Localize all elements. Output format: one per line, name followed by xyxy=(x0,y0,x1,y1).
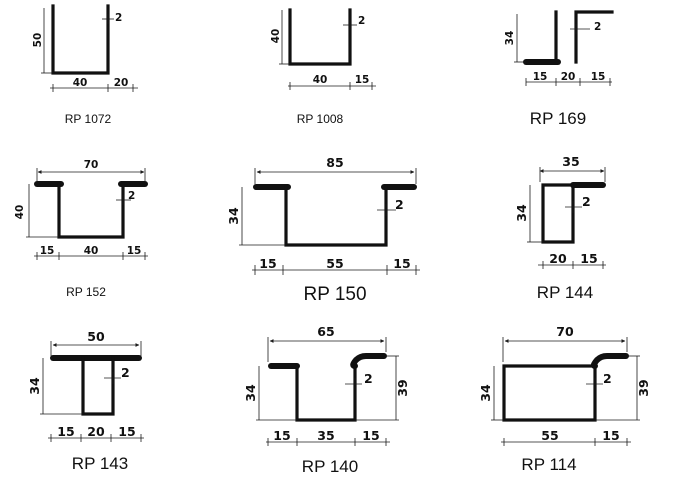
dim-height-label: 34 xyxy=(478,384,493,402)
profile-caption: RP 140 xyxy=(302,457,358,476)
profile-rp-1008: 40 40 15 2 RP 1008 xyxy=(270,8,376,126)
dim-height-label: 34 xyxy=(514,204,529,222)
dim-thickness-label: 2 xyxy=(121,365,130,380)
dim-right-label: 15 xyxy=(362,428,379,443)
dim-height-label: 34 xyxy=(243,384,258,402)
dim-width-label: 55 xyxy=(326,256,343,271)
dim-height2-label: 39 xyxy=(395,379,410,396)
profile-caption: RP 143 xyxy=(72,454,128,473)
dim-right-label: 15 xyxy=(580,251,597,266)
dim-top-label: 70 xyxy=(556,324,574,339)
profile-rp-150: 85 34 15 55 15 2 RP 150 xyxy=(226,155,420,305)
profile-rp-143: 50 34 15 20 15 2 RP 143 xyxy=(27,329,144,473)
profile-caption: RP 1072 xyxy=(65,112,112,126)
profile-caption: RP 150 xyxy=(303,284,366,305)
dim-height-label: 40 xyxy=(14,205,26,220)
dim-top-label: 85 xyxy=(326,155,343,170)
dim-thickness-label: 2 xyxy=(395,197,404,212)
profile-caption: RP 144 xyxy=(537,283,593,302)
dim-left-label: 15 xyxy=(533,71,548,83)
dim-left-label: 15 xyxy=(259,256,276,271)
profile-rp-114: 70 34 39 55 15 2 RP 114 xyxy=(478,324,651,474)
profile-rp-1072: 50 40 20 2 RP 1072 xyxy=(32,4,138,126)
profile-caption: RP 1008 xyxy=(297,112,344,126)
profile-flange xyxy=(590,353,629,369)
dim-thickness-label: 2 xyxy=(358,15,365,27)
dim-height2-label: 39 xyxy=(636,379,651,396)
profile-outline xyxy=(295,364,357,422)
dim-thickness-label: 2 xyxy=(128,190,135,202)
profile-outline xyxy=(57,182,125,239)
dim-thickness-label: 2 xyxy=(364,371,373,386)
dim-width-label: 40 xyxy=(84,245,99,257)
profile-rp-152: 70 40 15 40 15 2 RP 152 xyxy=(14,159,148,299)
dim-height-label: 50 xyxy=(32,33,44,48)
dim-thickness-label: 2 xyxy=(115,12,122,24)
dim-top-label: 65 xyxy=(317,324,334,339)
profile-caption: RP 169 xyxy=(530,109,586,128)
profile-flange xyxy=(350,353,387,369)
dim-height-label: 34 xyxy=(504,31,516,46)
dim-thickness-label: 2 xyxy=(603,371,612,386)
dim-top-label: 70 xyxy=(84,159,99,171)
dim-right-label: 15 xyxy=(393,256,410,271)
dim-width-label: 40 xyxy=(73,77,88,89)
dim-right-label: 15 xyxy=(591,71,606,83)
profile-outline xyxy=(541,183,575,244)
dim-left-label: 15 xyxy=(57,424,74,439)
profile-outline xyxy=(554,10,614,64)
dim-width-label: 55 xyxy=(541,428,558,443)
dim-left-label: 15 xyxy=(40,245,55,257)
profile-caption: RP 114 xyxy=(521,455,576,474)
profile-rp-169: 34 15 20 15 2 RP 169 xyxy=(504,10,614,128)
dim-width-label: 20 xyxy=(549,251,567,266)
dim-flange-label: 20 xyxy=(114,77,129,89)
profile-outline xyxy=(288,8,352,66)
dim-flange-label: 15 xyxy=(355,74,370,86)
profile-outline xyxy=(502,364,597,422)
profile-outline xyxy=(284,185,388,247)
dim-height-label: 40 xyxy=(270,29,282,44)
dim-width-label: 20 xyxy=(87,424,105,439)
dim-top-label: 35 xyxy=(562,154,579,169)
dim-right-label: 15 xyxy=(118,424,135,439)
profile-rp-140: 65 34 39 15 35 15 2 RP 140 xyxy=(243,324,410,476)
dim-thickness-label: 2 xyxy=(594,21,601,33)
dim-left-label: 15 xyxy=(273,428,290,443)
profile-outline xyxy=(81,356,115,416)
dim-height-label: 34 xyxy=(226,207,241,225)
dim-top-label: 50 xyxy=(87,329,105,344)
profile-rp-144: 35 34 20 15 2 RP 144 xyxy=(514,154,606,302)
dim-width-label: 40 xyxy=(313,74,328,86)
dim-right-label: 15 xyxy=(602,428,619,443)
profile-outline xyxy=(51,4,110,75)
dim-thickness-label: 2 xyxy=(582,194,591,209)
dim-width-label: 20 xyxy=(561,71,576,83)
dim-height-label: 34 xyxy=(27,377,42,395)
profile-caption: RP 152 xyxy=(66,285,106,299)
dim-width-label: 35 xyxy=(317,428,334,443)
dim-right-label: 15 xyxy=(127,245,142,257)
